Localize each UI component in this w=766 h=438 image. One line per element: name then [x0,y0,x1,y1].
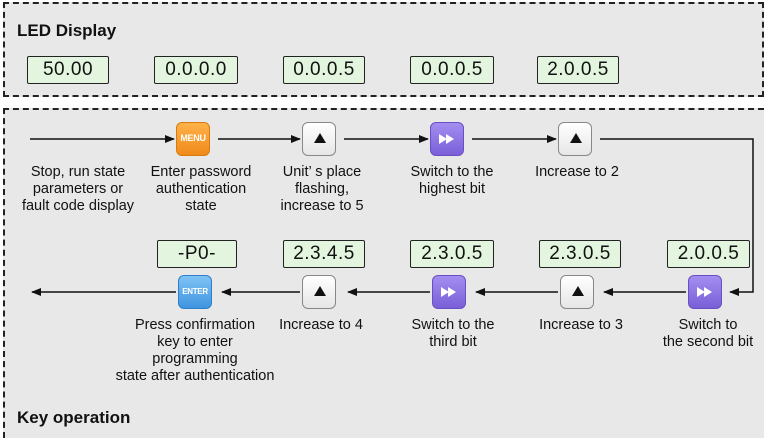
label-press-confirmation: Press confirmation key to enter programm… [115,317,275,384]
key-operation-panel [3,108,764,438]
led-display-value-2: 0.0.0.0 [154,56,238,84]
label-increase-3: Increase to 3 [539,317,623,333]
led-display-panel [3,2,764,97]
shift-key-icon-2 [432,275,466,309]
label-switch-second: Switch to the second bit [662,317,754,350]
row2-display-4: 2.3.0.5 [539,240,621,268]
label-switch-third: Switch to the third bit [411,317,495,350]
label-increase-2: Increase to 2 [535,164,619,180]
label-switch-highest: Switch to the highest bit [410,164,494,197]
row2-display-1: -P0- [157,240,237,268]
arrow-connector [600,138,754,296]
label-increase-4: Increase to 4 [279,317,363,333]
led-display-title: LED Display [17,21,117,40]
led-display-value-1: 50.00 [27,56,109,84]
up-key-icon-2 [558,122,592,156]
up-key-icon-4 [560,275,594,309]
shift-key-icon-3 [688,275,722,309]
row2-display-5: 2.0.0.5 [667,240,750,268]
shift-key-icon-1 [430,122,464,156]
label-unit-place: Unit’ s place flashing, increase to 5 [280,164,364,214]
up-key-icon-1 [302,122,336,156]
led-display-value-5: 2.0.0.5 [537,56,619,84]
led-display-value-4: 0.0.0.5 [410,56,494,84]
row2-display-2: 2.3.4.5 [283,240,365,268]
key-operation-title: Key operation [17,408,131,427]
label-stop-run-state: Stop, run state parameters or fault code… [21,164,135,214]
led-display-value-3: 0.0.0.5 [283,56,365,84]
enter-key-icon: ENTER [178,275,212,309]
up-key-icon-3 [302,275,336,309]
menu-key-icon: MENU [176,122,210,156]
row2-display-3: 2.3.0.5 [410,240,494,268]
label-enter-password: Enter password authentication state [150,164,252,214]
